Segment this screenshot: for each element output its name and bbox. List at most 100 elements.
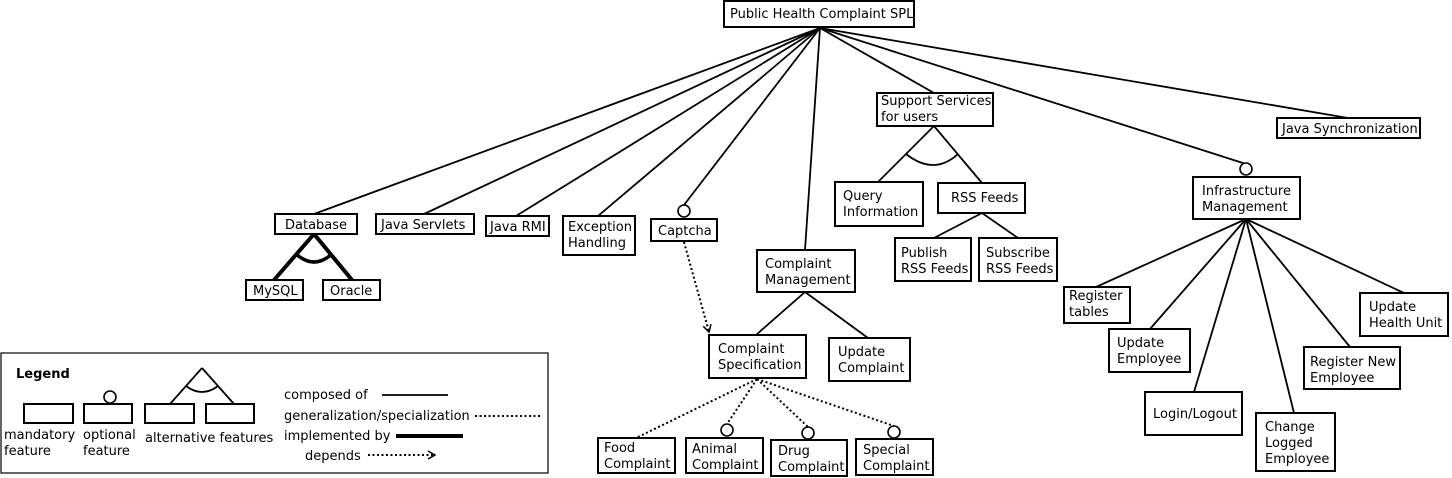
edge-infra-update-health [1245, 218, 1405, 294]
feature-java-servlets: Java Servlets [375, 213, 475, 235]
svg-text:Database: Database [285, 218, 347, 233]
svg-text:Oracle: Oracle [330, 284, 372, 299]
edge-infra-change-logged [1245, 218, 1295, 414]
legend-mandatory-symbol [23, 403, 74, 424]
svg-text:MySQL: MySQL [253, 284, 298, 299]
svg-text:Employee: Employee [1117, 352, 1181, 367]
feature-infrastructure: Infrastructure Management [1192, 176, 1301, 220]
legend-alternative-symbol-right [205, 403, 255, 424]
svg-text:Drug: Drug [778, 444, 810, 459]
svg-text:Update: Update [1369, 300, 1416, 315]
svg-text:Change: Change [1265, 420, 1315, 435]
legend-mandatory-label: mandatory [4, 428, 75, 443]
svg-text:Java Synchronization: Java Synchronization [1281, 122, 1418, 137]
feature-login-logout: Login/Logout [1144, 391, 1243, 436]
edge-infra-update-employee [1149, 218, 1247, 330]
feature-change-logged: Change Logged Employee [1255, 412, 1336, 472]
svg-text:RSS Feeds: RSS Feeds [986, 262, 1054, 277]
svg-text:Update: Update [1117, 336, 1164, 351]
svg-text:Special: Special [863, 443, 910, 458]
feature-exception-handling: Exception Handling [562, 215, 636, 256]
edge-infra-register-tables [1095, 218, 1247, 288]
legend-composed-label: composed of [284, 388, 368, 403]
svg-text:Complaint: Complaint [838, 361, 904, 376]
feature-complaint-specification: Complaint Specification [708, 334, 807, 379]
svg-text:for users: for users [881, 110, 938, 125]
svg-text:Handling: Handling [568, 236, 626, 251]
svg-text:Register New: Register New [1310, 355, 1396, 370]
feature-update-employee: Update Employee [1108, 328, 1191, 373]
svg-text:Complaint: Complaint [765, 257, 831, 272]
svg-text:Update: Update [838, 345, 885, 360]
svg-text:Publish: Publish [901, 246, 947, 261]
optional-markers [677, 162, 1253, 440]
feature-drug-complaint: Drug Complaint [770, 439, 848, 477]
legend-alternative-symbol-left [144, 403, 195, 424]
svg-text:Specification: Specification [718, 358, 801, 373]
edge-infra-login [1193, 218, 1247, 393]
feature-animal-complaint: Animal Complaint [685, 437, 764, 474]
edge-root-java-sync [819, 27, 1349, 119]
svg-text:Captcha: Captcha [658, 224, 712, 239]
edge-root-complaint-management [804, 27, 821, 251]
svg-text:Animal: Animal [692, 442, 737, 457]
svg-text:Login/Logout: Login/Logout [1153, 407, 1237, 422]
legend-alternative-arc [185, 385, 219, 393]
edge-root-exception-handling [597, 27, 821, 217]
svg-text:Management: Management [1202, 200, 1288, 215]
feature-register-tables: Register tables [1063, 286, 1131, 324]
feature-java-sync: Java Synchronization [1276, 117, 1421, 139]
edge-cm-update [804, 291, 869, 339]
edge-root-database [313, 27, 821, 215]
svg-text:Support Services: Support Services [881, 94, 992, 109]
edge-cm-spec [755, 291, 806, 336]
feature-rss-feeds: RSS Feeds [937, 182, 1026, 214]
feature-captcha: Captcha [650, 218, 718, 242]
svg-text:Complaint: Complaint [778, 460, 844, 475]
svg-text:Query: Query [843, 189, 883, 204]
feature-java-rmi: Java RMI [485, 215, 550, 237]
svg-text:Java RMI: Java RMI [489, 220, 546, 235]
feature-database: Database [274, 213, 358, 235]
svg-text:Subscribe: Subscribe [986, 246, 1050, 261]
legend: Legend mandatory feature optional featur… [0, 352, 549, 474]
edge-root-infrastructure [819, 27, 1247, 165]
legend-optional-symbol [83, 403, 133, 424]
feature-root: Public Health Complaint SPL [723, 0, 915, 28]
legend-optional-label: optional [83, 428, 136, 443]
optional-marker-infrastructure [1239, 162, 1253, 176]
feature-root-label: Public Health Complaint SPL [730, 7, 914, 22]
svg-text:Logged: Logged [1265, 436, 1313, 451]
svg-text:Employee: Employee [1265, 452, 1329, 467]
feature-publish-rss: Publish RSS Feeds [894, 237, 972, 282]
svg-text:Complaint: Complaint [604, 457, 670, 472]
edge-root-java-servlets [423, 27, 821, 215]
feature-update-health: Update Health Unit [1359, 292, 1449, 337]
optional-marker-captcha [677, 204, 691, 218]
feature-oracle: Oracle [322, 279, 381, 301]
feature-register-new: Register New Employee [1303, 346, 1401, 390]
legend-depends-label: depends [305, 449, 361, 464]
legend-optional-circle [103, 390, 117, 404]
edge-root-java-rmi [515, 27, 821, 217]
svg-text:Complaint: Complaint [863, 459, 929, 474]
edge-root-captcha [683, 27, 821, 206]
alternative-arc-support [905, 153, 959, 166]
feature-update-complaint: Update Complaint [828, 337, 911, 382]
feature-special-complaint: Special Complaint [855, 438, 934, 476]
svg-text:RSS Feeds: RSS Feeds [901, 262, 969, 277]
svg-text:Health Unit: Health Unit [1369, 316, 1442, 331]
svg-text:Register: Register [1069, 289, 1123, 304]
svg-text:Java Servlets: Java Servlets [380, 218, 466, 233]
optional-marker-animal [720, 423, 734, 437]
feature-complaint-management: Complaint Management [756, 249, 856, 293]
edge-spec-animal [726, 378, 758, 425]
edge-database-oracle [312, 232, 354, 282]
svg-text:RSS Feeds: RSS Feeds [951, 191, 1019, 206]
svg-text:Information: Information [843, 205, 918, 220]
feature-food-complaint: Food Complaint [597, 437, 676, 474]
svg-text:Infrastructure: Infrastructure [1202, 184, 1291, 199]
edge-database-mysql [272, 232, 316, 282]
svg-text:Management: Management [765, 273, 851, 288]
